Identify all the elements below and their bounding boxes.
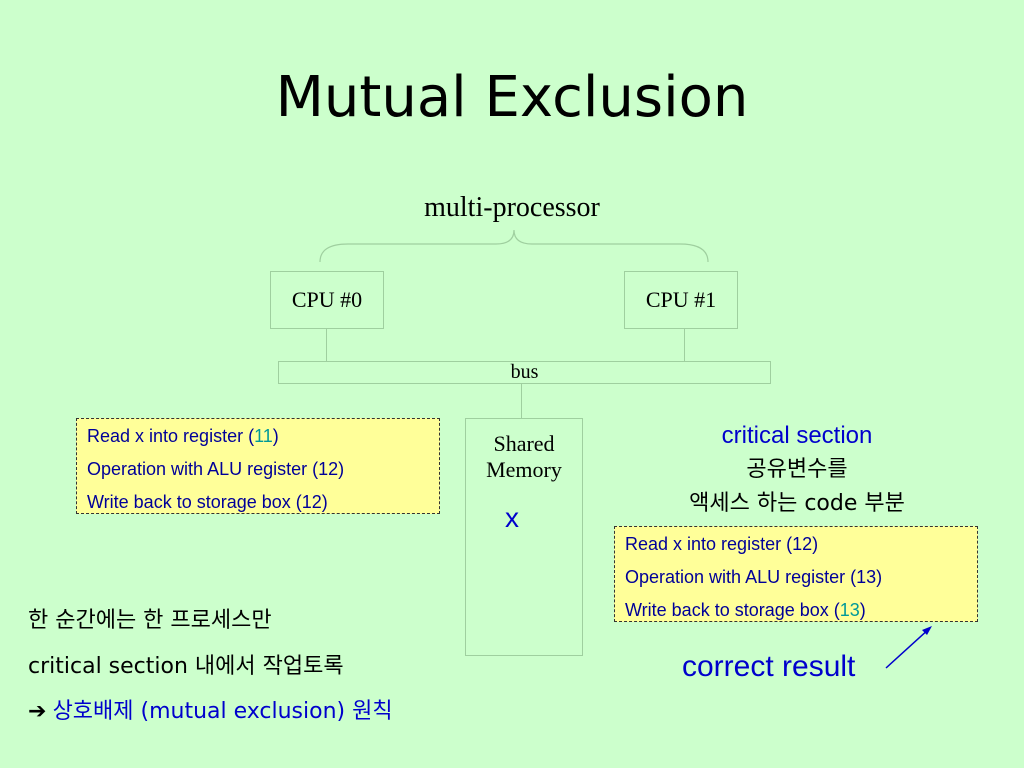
bus-bar: bus (278, 361, 771, 384)
critical-section-title: critical section (721, 422, 873, 449)
bottom-line2: critical section 내에서 작업토록 (28, 654, 344, 679)
bottom-line3: ➔ 상호배제 (mutual exclusion) 원칙 (28, 693, 393, 725)
cpu0-code-box: Read x into register (11) Operation with… (76, 418, 440, 514)
memory-label-line1: Shared (493, 431, 555, 456)
critical-section-desc-line2: 액세스 하는 code 부분 (689, 491, 905, 516)
memory-variable-x: x (505, 502, 519, 533)
cpu1-write-value: 13 (839, 600, 860, 620)
cpu1-code-box: Read x into register (12) Operation with… (614, 526, 978, 622)
cpu-1-bus-connector (684, 329, 685, 361)
critical-section-label: critical section 공유변수를 액세스 하는 code 부분 (598, 419, 996, 521)
arrow-icon (885, 626, 932, 669)
curly-brace-icon (319, 229, 709, 263)
critical-section-desc-line1: 공유변수를 (746, 457, 848, 482)
multiprocessor-label: multi-processor (424, 192, 600, 223)
right-arrow-icon: ➔ (28, 699, 47, 724)
cpu0-code-line1: Read x into register (11) (87, 426, 279, 446)
mutual-exclusion-principle: 상호배제 (mutual exclusion) 원칙 (52, 699, 393, 724)
slide-title: Mutual Exclusion (275, 65, 749, 130)
cpu1-code-line2: Operation with ALU register (13) (625, 567, 883, 587)
cpu0-code-line2: Operation with ALU register (12) (87, 459, 345, 479)
correct-result-label: correct result (682, 650, 856, 683)
cpu0-code-line3: Write back to storage box (12) (87, 492, 328, 512)
cpu1-code-line3: Write back to storage box (13) (625, 600, 866, 620)
shared-memory-box: Shared Memory (465, 418, 583, 656)
cpu0-read-value: 11 (254, 426, 273, 446)
cpu1-code-line1: Read x into register (12) (625, 534, 819, 554)
bottom-line1: 한 순간에는 한 프로세스만 (28, 608, 272, 633)
cpu-0-box: CPU #0 (270, 271, 384, 329)
memory-label-line2: Memory (486, 457, 562, 482)
bus-memory-connector (521, 384, 522, 418)
cpu-1-box: CPU #1 (624, 271, 738, 329)
cpu-0-bus-connector (326, 329, 327, 361)
